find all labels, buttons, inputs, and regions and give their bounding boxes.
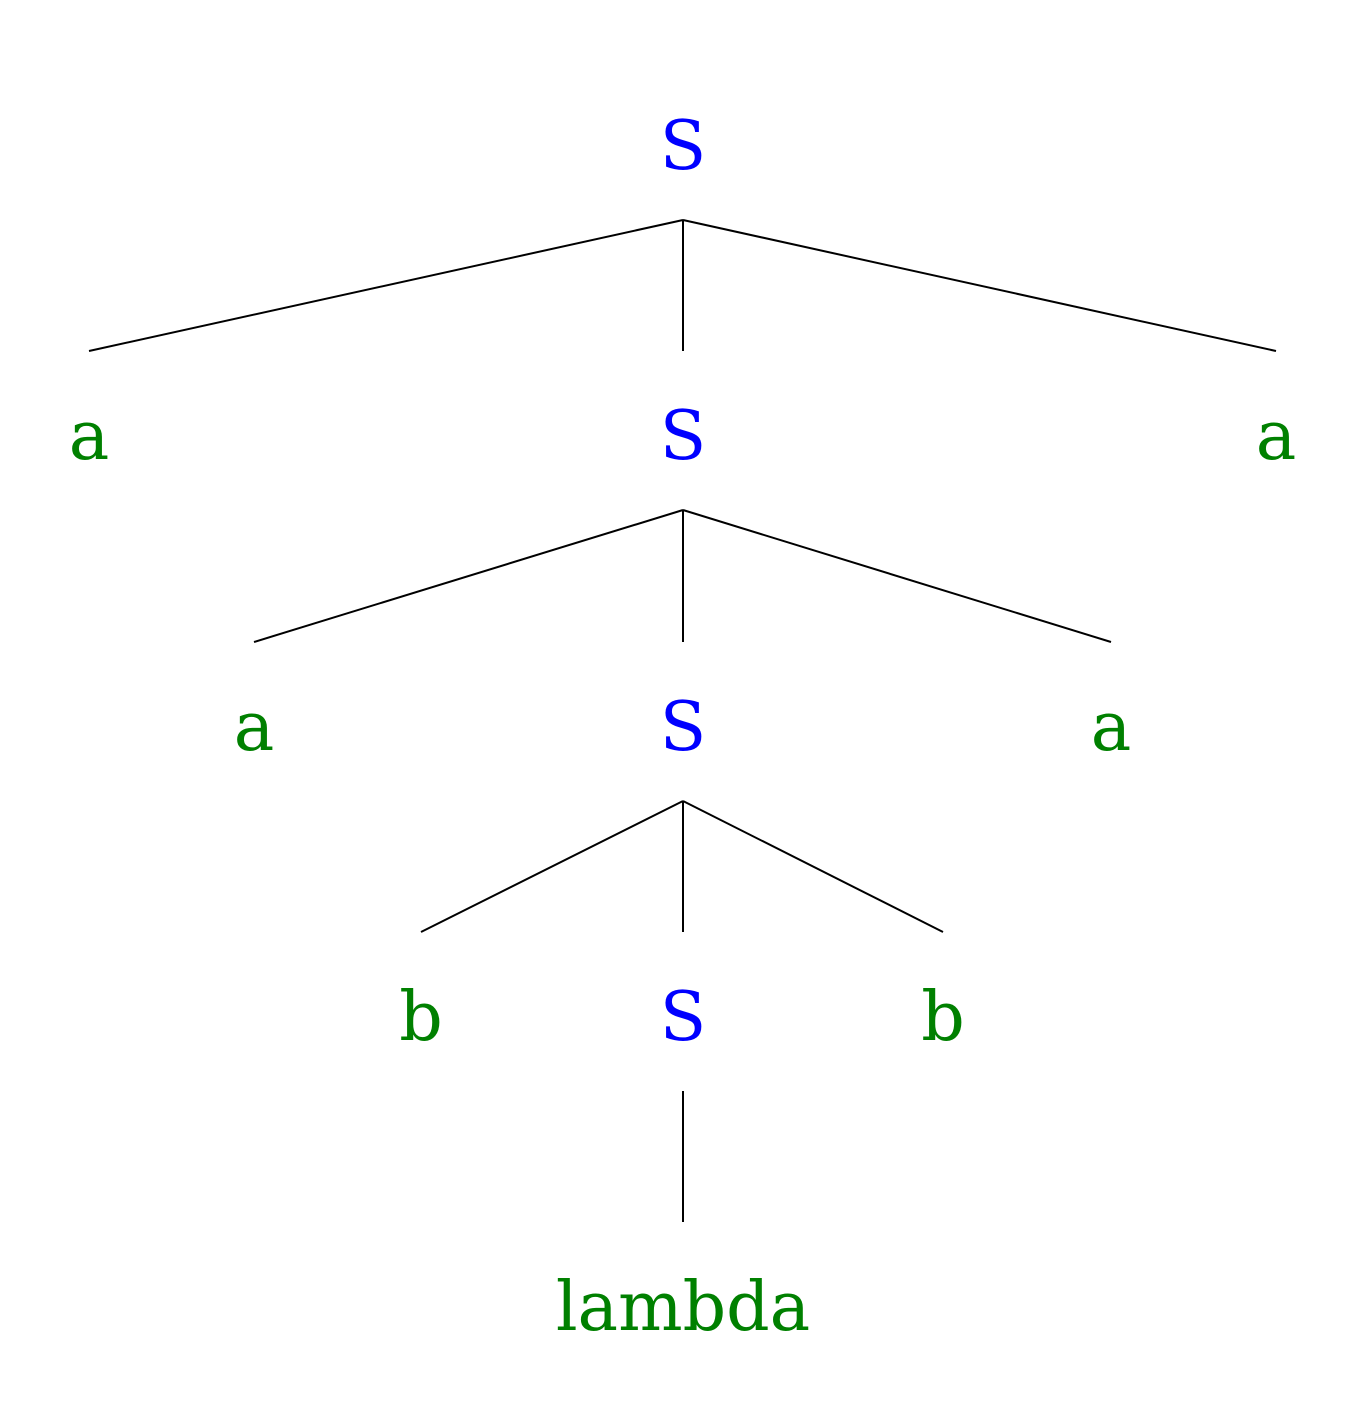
tree-edge-n0-n3 <box>682 219 1277 352</box>
node-s-level-3: S <box>660 978 707 1057</box>
node-root-s: S <box>660 107 707 186</box>
tree-edge-n2-n4 <box>253 509 684 643</box>
node-a-right-2: a <box>1091 688 1132 767</box>
node-a-right-1: a <box>1256 397 1297 476</box>
node-b-right: b <box>921 978 965 1057</box>
tree-edge-n0-n1 <box>88 219 684 352</box>
node-a-left-1: a <box>69 397 110 476</box>
node-s-level-1: S <box>660 397 707 476</box>
node-s-level-2: S <box>660 688 707 767</box>
tree-nodes: S a S a a S a b S b lambda <box>69 107 1297 1347</box>
node-b-left: b <box>399 978 443 1057</box>
tree-edge-n5-n9 <box>682 800 944 933</box>
node-a-left-2: a <box>234 688 275 767</box>
node-lambda: lambda <box>556 1268 810 1347</box>
tree-edges <box>88 219 1277 1222</box>
tree-edge-n5-n7 <box>420 800 684 933</box>
tree-edge-n2-n6 <box>682 509 1112 643</box>
